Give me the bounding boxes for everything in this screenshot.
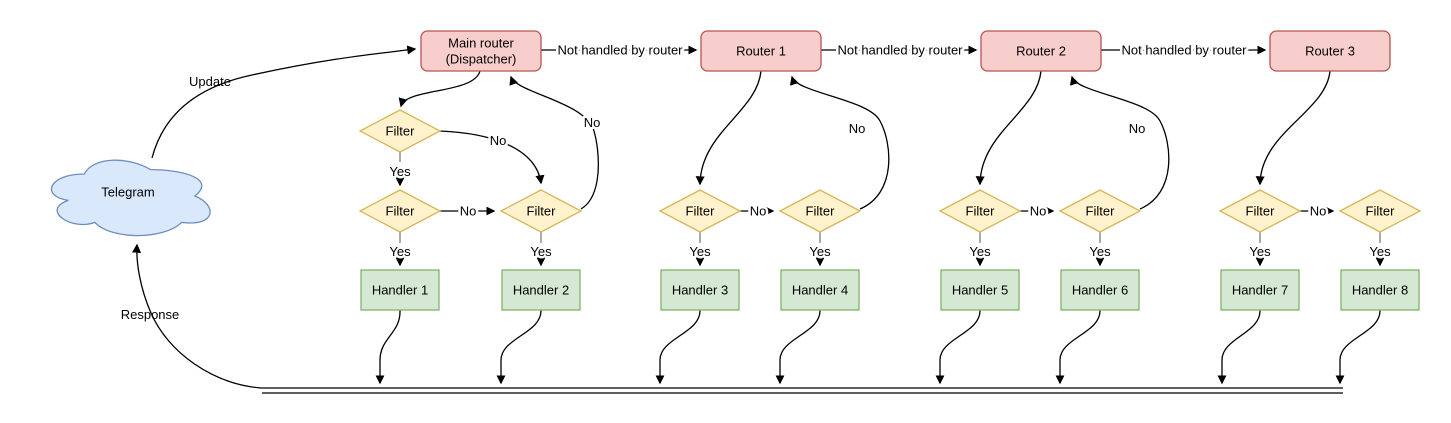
main-router-to-filter-arrow (398, 70, 481, 108)
update-label: Update (189, 74, 231, 89)
not-handled-label-1: Not handled by router (557, 43, 683, 58)
nodes (50, 30, 1422, 311)
handler-3-label: Handler 3 (672, 283, 728, 298)
filter-label-r2-2: Filter (1086, 204, 1116, 219)
yes-label-2: Yes (530, 244, 552, 259)
no-label-r1-return: No (849, 121, 866, 136)
filter-label-main-1: Filter (386, 124, 416, 139)
no-label-r1-horiz: No (750, 204, 767, 219)
yes-label-main-filter1: Yes (389, 164, 411, 179)
handler-6-to-bus-arrow (1055, 309, 1101, 385)
yes-label-8: Yes (1369, 244, 1391, 259)
handler-4-to-bus-arrow (775, 309, 821, 385)
router-3-label: Router 3 (1305, 44, 1355, 59)
router2-to-filter-arrow (975, 70, 1042, 186)
router1-no-return-arrow (789, 75, 890, 210)
handler-7-label: Handler 7 (1232, 283, 1288, 298)
edges (132, 45, 1385, 394)
filter-label-main-2: Filter (386, 204, 416, 219)
yes-label-3: Yes (689, 244, 711, 259)
handler-7-to-bus-arrow (1217, 309, 1261, 385)
main-router-node (420, 30, 542, 72)
router2-filter-2-node (1058, 189, 1142, 233)
filter-label-r3-2: Filter (1366, 204, 1396, 219)
router3-to-filter-arrow (1255, 70, 1331, 186)
main-no-return-arrow (509, 75, 600, 210)
handler-6-node (1060, 269, 1140, 311)
router-2-node (980, 30, 1102, 72)
handler-4-label: Handler 4 (792, 283, 848, 298)
no-label-r2-horiz: No (1030, 204, 1047, 219)
main-filter-1-node (358, 109, 442, 153)
handler-8-label: Handler 8 (1352, 283, 1408, 298)
handler-4-node (780, 269, 860, 311)
router1-filter-1-node (658, 189, 742, 233)
response-arrow (132, 243, 262, 389)
update-arrow (151, 45, 417, 159)
no-label-r3-horiz: No (1310, 204, 1327, 219)
router2-no-return-arrow (1069, 75, 1170, 210)
router3-filter-2-node (1338, 189, 1422, 233)
yes-label-7: Yes (1249, 244, 1271, 259)
handler-2-label: Handler 2 (513, 283, 569, 298)
main-router-label-line2: (Dispatcher) (446, 52, 517, 67)
router2-filter-1-node (938, 189, 1022, 233)
telegram-label: Telegram (101, 185, 154, 200)
handler-6-label: Handler 6 (1072, 283, 1128, 298)
not-handled-label-3: Not handled by router (1121, 43, 1247, 58)
router1-to-filter-arrow (695, 70, 762, 186)
yes-label-6: Yes (1089, 244, 1111, 259)
no-label-main-horiz: No (460, 204, 477, 219)
filter-label-r3-1: Filter (1246, 204, 1276, 219)
yes-label-5: Yes (969, 244, 991, 259)
not-handled-label-2: Not handled by router (837, 43, 963, 58)
main-filter-3-node (499, 189, 583, 233)
filter-label-r2-1: Filter (966, 204, 996, 219)
router-1-node (700, 30, 822, 72)
handler-7-node (1220, 269, 1300, 311)
handler-2-node (501, 269, 581, 311)
handler-8-to-bus-arrow (1335, 309, 1381, 385)
router1-filter-2-node (778, 189, 862, 233)
main-filter-2-node (358, 189, 442, 233)
response-label: Response (121, 307, 180, 322)
handler-8-node (1340, 269, 1420, 311)
handler-1-to-bus-arrow (375, 309, 401, 385)
yes-label-4: Yes (809, 244, 831, 259)
handler-2-to-bus-arrow (496, 309, 542, 385)
router-2-label: Router 2 (1016, 44, 1066, 59)
filter-label-main-3: Filter (527, 204, 557, 219)
router-3-node (1269, 30, 1391, 72)
handler-1-label: Handler 1 (372, 283, 428, 298)
main-filter1-no-arrow (439, 130, 545, 185)
handler-5-to-bus-arrow (935, 309, 981, 385)
main-router-label-line1: Main router (448, 36, 514, 51)
filter-label-r1-2: Filter (806, 204, 836, 219)
handler-5-label: Handler 5 (952, 283, 1008, 298)
telegram-cloud (50, 159, 211, 237)
yes-stubs (399, 152, 1381, 243)
no-label-main-return: No (584, 115, 601, 130)
router-1-label: Router 1 (736, 44, 786, 59)
labels: Telegram Main router (Dispatcher) Router… (101, 36, 1408, 323)
filter-label-r1-1: Filter (686, 204, 716, 219)
handler-3-to-bus-arrow (655, 309, 701, 385)
handler-5-node (940, 269, 1020, 311)
no-label-r2-return: No (1129, 121, 1146, 136)
router3-filter-1-node (1218, 189, 1302, 233)
no-label-main-diag: No (490, 133, 507, 148)
yes-label-1: Yes (389, 244, 411, 259)
handler-1-node (360, 269, 440, 311)
handler-3-node (660, 269, 740, 311)
